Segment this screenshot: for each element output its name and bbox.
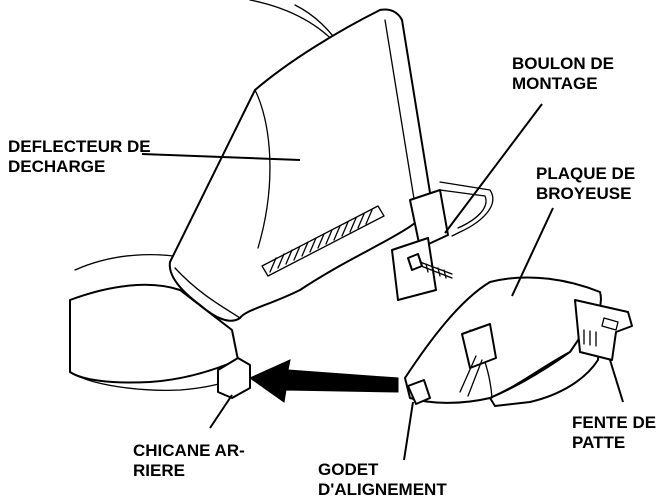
- callout-rear-baffle: CHICANE AR- RIERE: [133, 441, 245, 481]
- deflector-spring: [261, 205, 385, 277]
- callout-alignment-cup-line1: GODET: [318, 460, 379, 479]
- leader-tab-slot: [609, 359, 624, 403]
- tab-slot-bracket: [574, 299, 633, 361]
- callout-mounting-bolt-line1: BOULON DE: [512, 54, 614, 73]
- plate-latch-arm: [459, 355, 483, 397]
- callout-alignment-cup: GODET D'ALIGNEMENT: [318, 460, 447, 500]
- callout-mounting-bolt-line2: MONTAGE: [512, 74, 598, 93]
- callout-rear-baffle-line1: CHICANE AR-: [133, 441, 245, 460]
- callout-tab-slot-line2: PATTE: [572, 433, 626, 452]
- callout-tab-slot-line1: FENTE DE: [572, 413, 657, 432]
- callout-discharge-deflector-line1: DEFLECTEUR DE: [8, 137, 151, 156]
- callout-mulching-plate-line1: PLAQUE DE: [536, 164, 636, 183]
- discharge-deflector: [168, 8, 433, 322]
- callout-discharge-deflector-line2: DECHARGE: [8, 157, 106, 176]
- rear-wire: [439, 181, 494, 237]
- leader-baffle: [209, 394, 233, 429]
- leader-bolt: [444, 103, 543, 234]
- deflector-edge: [384, 19, 416, 206]
- callout-rear-baffle-line2: RIERE: [133, 461, 185, 480]
- callout-alignment-cup-line2: D'ALIGNEMENT: [318, 480, 447, 499]
- deflector-lower: [174, 267, 241, 319]
- callout-discharge-deflector: DEFLECTEUR DE DECHARGE: [8, 137, 151, 177]
- callout-tab-slot: FENTE DE PATTE: [572, 413, 656, 453]
- plate-latch: [461, 323, 497, 369]
- callout-mounting-bolt: BOULON DE MONTAGE: [512, 54, 614, 94]
- rear-wire-2: [439, 189, 487, 229]
- deflector-fold: [254, 89, 271, 249]
- callout-mulching-plate: PLAQUE DE BROYEUSE: [536, 164, 635, 204]
- mower-deck: [69, 283, 239, 384]
- leader-plate: [511, 207, 554, 297]
- deflector-side-tab: [409, 189, 449, 249]
- leader-cup: [403, 401, 414, 461]
- mounting-bolt: [407, 253, 453, 279]
- alignment-cup: [407, 379, 431, 405]
- rear-baffle: [217, 357, 251, 399]
- tab-slot: [601, 317, 619, 331]
- leader-deflector: [141, 153, 301, 161]
- tab-slot-ridges: [583, 329, 597, 347]
- callout-mulching-plate-line2: BROYEUSE: [536, 184, 632, 203]
- install-arrow: [248, 359, 399, 403]
